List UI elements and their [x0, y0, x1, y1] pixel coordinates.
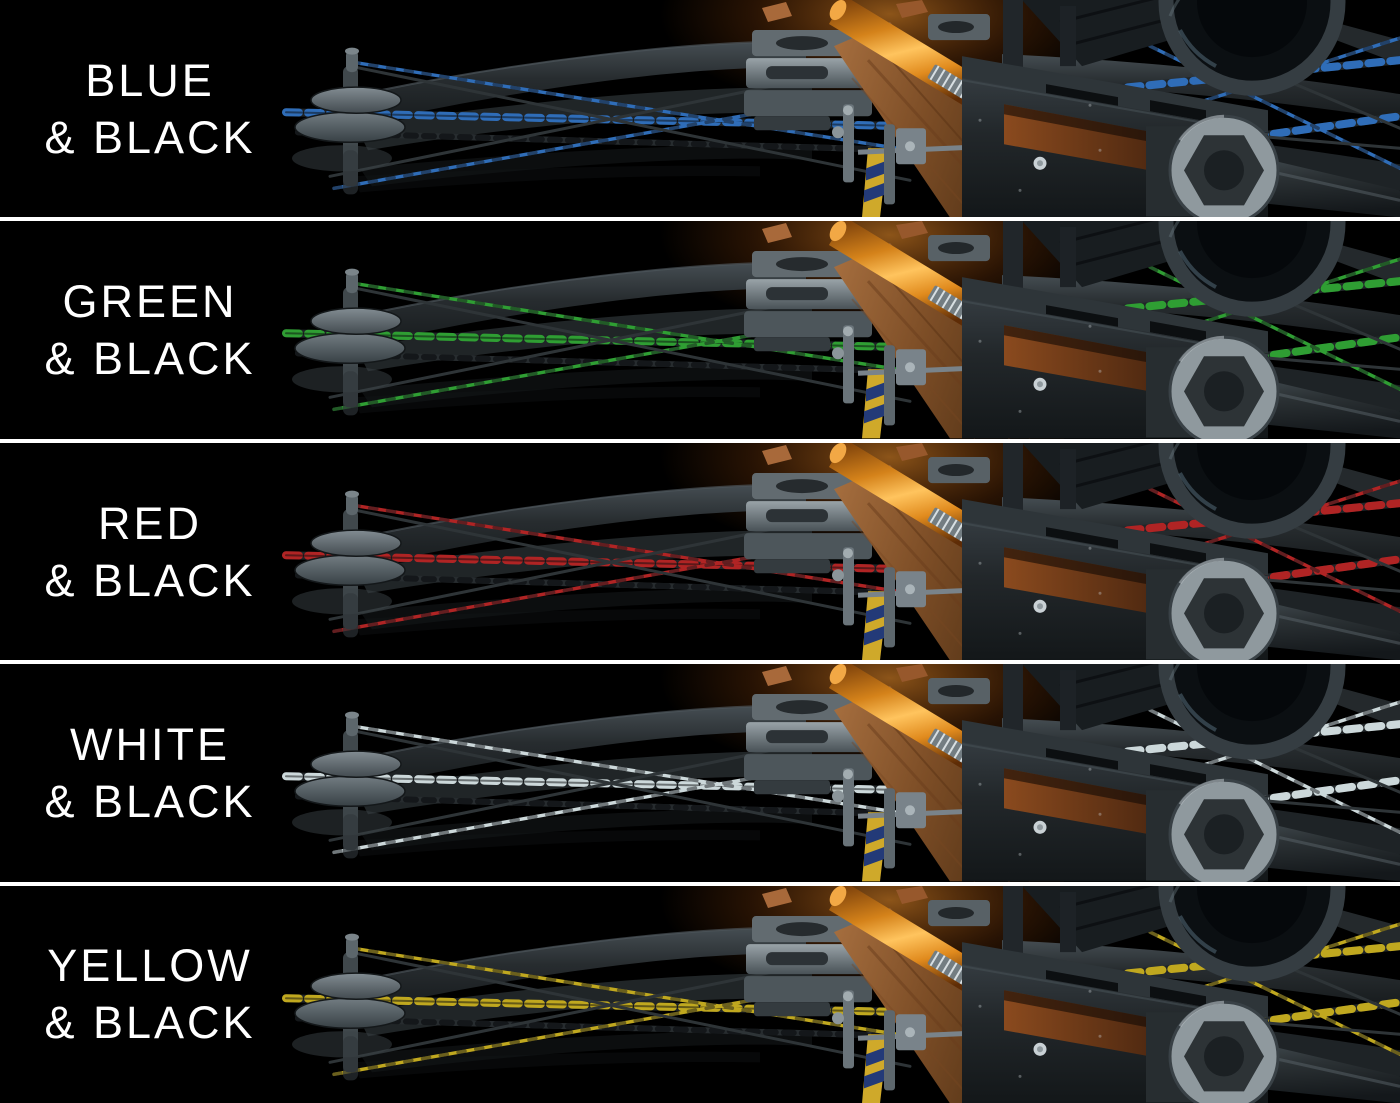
variant-band-yellow-black: YELLOW & BLACK [0, 885, 1400, 1103]
crossbow-render [0, 886, 1400, 1103]
variant-band-red-black: RED & BLACK [0, 442, 1400, 661]
crossbow-render [0, 664, 1400, 881]
crossbow-render [0, 221, 1400, 438]
band-divider [0, 660, 1400, 665]
crossbow-render [0, 0, 1400, 217]
variant-band-blue-black: BLUE & BLACK [0, 0, 1400, 218]
band-divider [0, 438, 1400, 443]
variant-band-white-black: WHITE & BLACK [0, 664, 1400, 882]
crossbow-render [0, 443, 1400, 660]
variant-band-green-black: GREEN & BLACK [0, 221, 1400, 439]
band-divider [0, 217, 1400, 222]
band-divider [0, 881, 1400, 886]
